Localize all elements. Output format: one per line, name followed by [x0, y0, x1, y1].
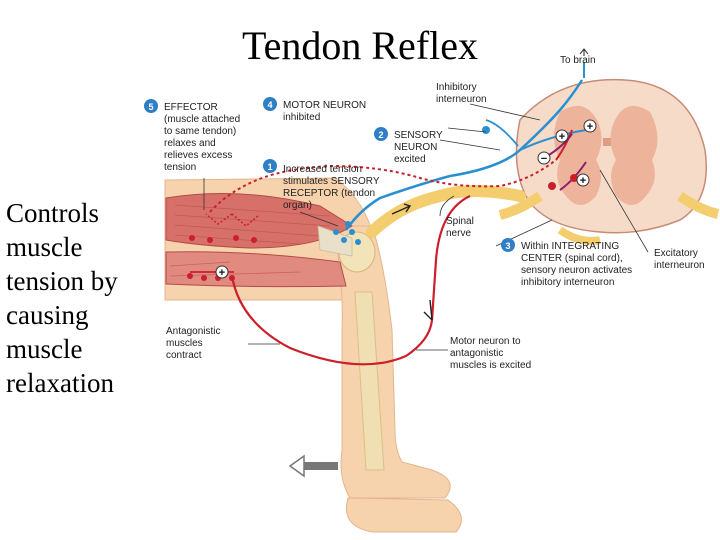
antagonistic-muscles-label: Antagonistic [166, 326, 220, 337]
integrating-center-label: sensory neuron activates [521, 265, 632, 276]
plus-sign: + [580, 175, 586, 187]
muscles [165, 193, 353, 288]
side-caption-line: Controls [6, 198, 100, 228]
receptor-label: stimulates SENSORY [283, 176, 380, 187]
step-badge-1 [263, 159, 277, 173]
direction-arrows [288, 203, 412, 478]
step-number: 5 [148, 102, 153, 112]
step-number: 2 [378, 130, 383, 140]
sensory-neuron [333, 62, 587, 245]
antagonistic-muscles-label: muscles [166, 338, 203, 349]
effector-label: relaxes and [164, 138, 216, 149]
step-badge-4 [263, 97, 277, 111]
motor-neuron-label: inhibited [283, 112, 320, 123]
step-number: 4 [267, 100, 272, 110]
integrating-center-label: inhibitory interneuron [521, 277, 614, 288]
step-number: 3 [505, 241, 510, 251]
leader-lines [203, 103, 649, 351]
sensory-neuron-label: NEURON [394, 142, 437, 153]
to-brain-label: To brain [560, 55, 596, 66]
excitatory-interneuron-label: Excitatory [654, 248, 698, 259]
step-badge-2 [374, 127, 388, 141]
effector-label: (muscle attached [164, 114, 240, 125]
integrating-center-label: Within INTEGRATING [521, 241, 619, 252]
sensory-neuron-label: SENSORY [394, 130, 443, 141]
sensory-neuron-label: excited [394, 154, 426, 165]
synapse-signs: + + − + + [215, 119, 597, 279]
motor-antagonistic-label: Motor neuron to [450, 336, 521, 347]
receptor-label: organ) [283, 200, 312, 211]
inhibitory-interneuron-label: interneuron [436, 94, 487, 105]
side-caption-line: causing [6, 300, 89, 330]
spinal-nerve-label: nerve [446, 228, 471, 239]
side-caption: Controls muscle tension by causing muscl… [6, 196, 156, 400]
motor-neuron-label: MOTOR NEURON [283, 100, 366, 111]
side-caption-line: relaxation [6, 368, 114, 398]
effector-label: to same tendon) [164, 126, 236, 137]
spinal-nerve-label: Spinal [446, 216, 474, 227]
side-caption-line: tension by [6, 266, 118, 296]
step-number: 1 [267, 162, 272, 172]
nerve-roots [498, 191, 720, 245]
side-caption-line: muscle [6, 334, 83, 364]
receptor-label: Increased tension [283, 164, 362, 175]
side-caption-line: muscle [6, 232, 83, 262]
motor-antagonistic-label: antagonistic [450, 348, 503, 359]
motor-neurons [187, 129, 587, 366]
spinal-nerve-bundle [366, 185, 526, 238]
plus-sign: + [559, 131, 565, 143]
receptor-label: RECEPTOR (tendon [283, 188, 375, 199]
step-badge-5 [144, 99, 158, 113]
plus-sign: + [587, 121, 593, 133]
effector-label: tension [164, 162, 196, 173]
inhibitory-interneuron-label: Inhibitory [436, 82, 477, 93]
excitatory-interneuron-label: interneuron [654, 260, 705, 271]
effector-label: relieves excess [164, 150, 232, 161]
step-badge-3 [501, 238, 515, 252]
antagonistic-muscles-label: contract [166, 350, 202, 361]
slide-title: Tendon Reflex [241, 23, 478, 68]
integrating-center-label: CENTER (spinal cord), [521, 253, 623, 264]
effector-label: EFFECTOR [164, 102, 218, 113]
motor-antagonistic-label: muscles is excited [450, 360, 531, 371]
plus-sign: + [219, 267, 225, 279]
minus-sign: − [541, 153, 547, 165]
